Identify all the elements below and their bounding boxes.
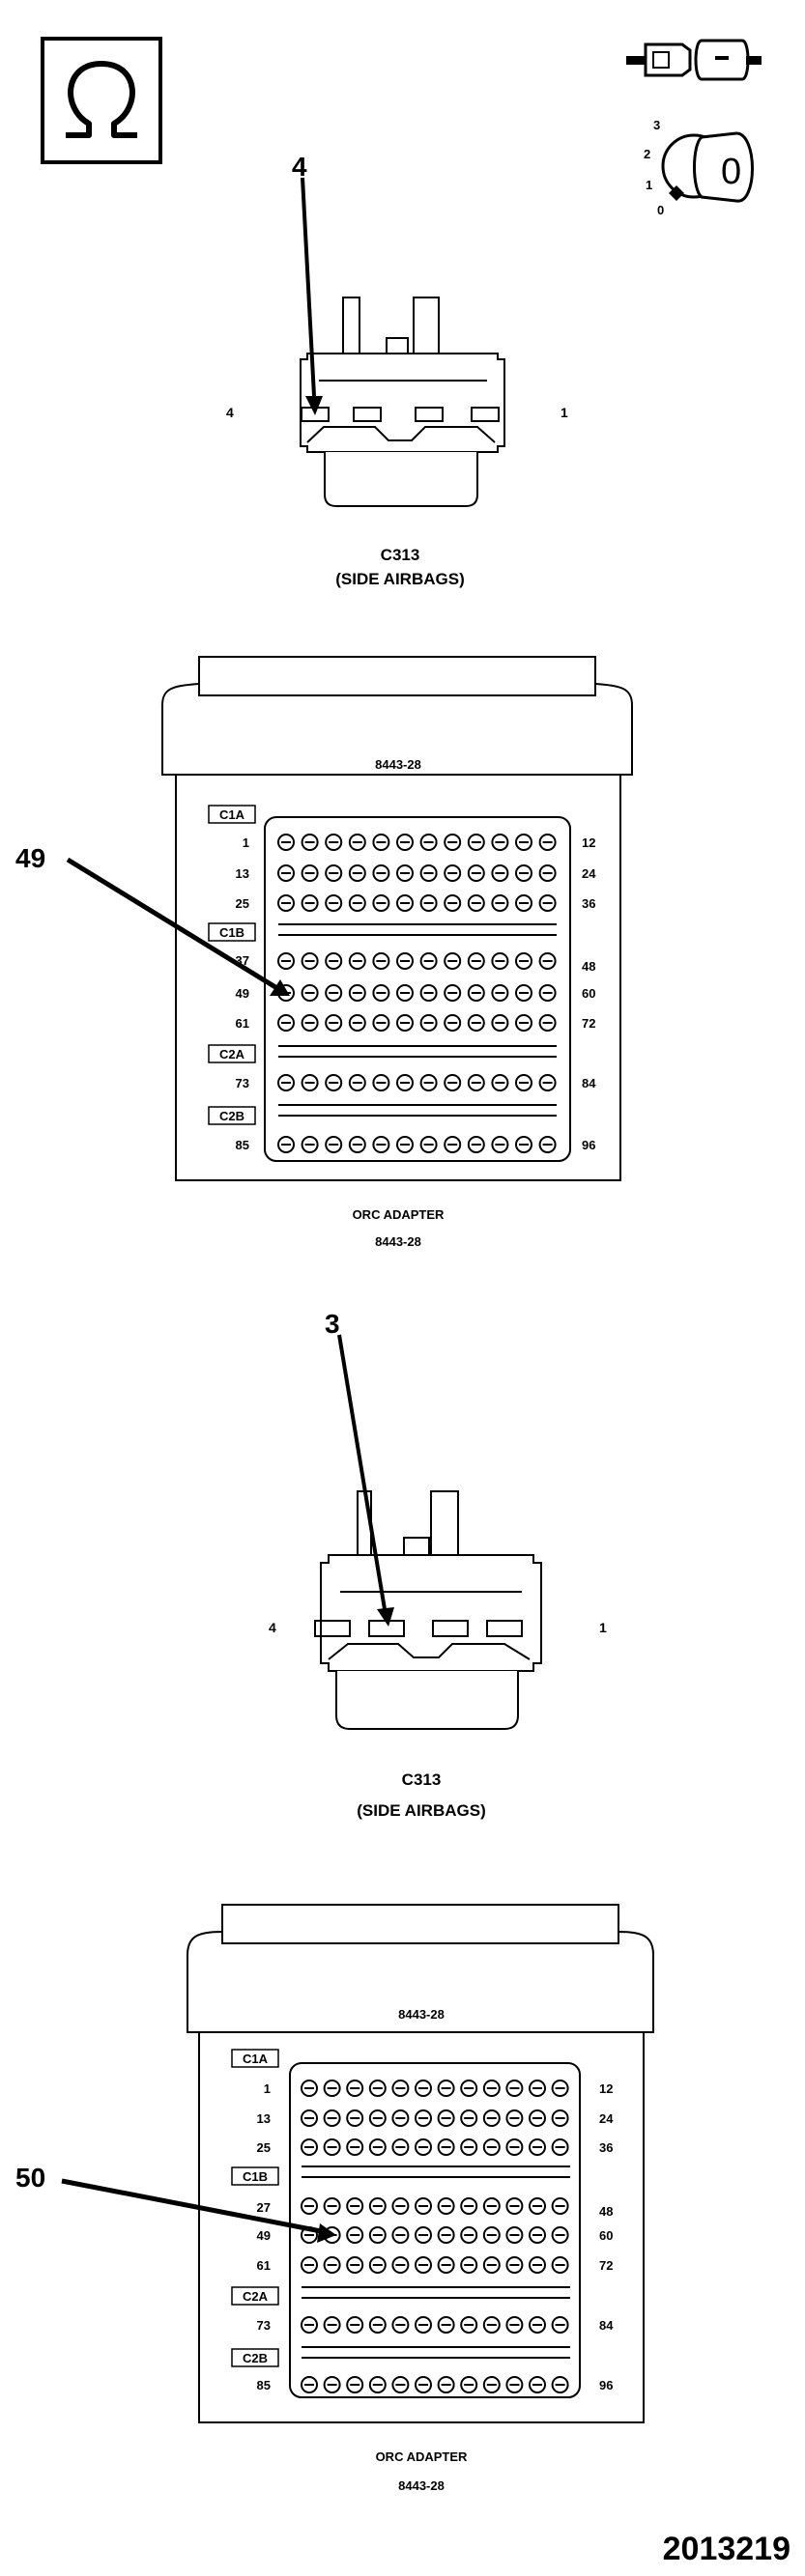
group-label-c2a: C2A	[243, 2289, 269, 2304]
callout-pin-3: 3	[325, 1309, 340, 1339]
row-label-right: 84	[599, 2318, 614, 2333]
adapter-caption-part: 8443-28	[375, 1234, 421, 1249]
row-label-right: 24	[582, 866, 596, 881]
figure-number: 2013219	[663, 2531, 791, 2567]
row-label-left: 25	[257, 2140, 271, 2155]
pin-grid	[301, 2080, 570, 2393]
row-label-left: 73	[257, 2318, 271, 2333]
connector-name: C313	[402, 1770, 442, 1789]
row-label-left: 61	[257, 2258, 271, 2273]
ignition-key-icon: 3 2 1 0 0	[644, 118, 754, 217]
row-label-left: 85	[257, 2378, 271, 2392]
group-label-c1a: C1A	[219, 807, 245, 822]
group-label-c1a: C1A	[243, 2052, 269, 2066]
connector-name: C313	[381, 546, 420, 564]
group-label-c1b: C1B	[243, 2169, 268, 2184]
pin-label-left: 4	[226, 405, 234, 420]
callout-pin-49: 49	[15, 843, 45, 873]
row-label-left: 13	[257, 2111, 271, 2126]
row-label-right: 12	[582, 835, 595, 850]
callout-pin-50: 50	[15, 2163, 45, 2193]
row-label-right: 84	[582, 1076, 596, 1090]
pin-label-left: 4	[269, 1620, 276, 1635]
row-label-left: 1	[264, 2081, 271, 2096]
group-label-c2a: C2A	[219, 1047, 245, 1062]
row-label-right: 60	[582, 986, 595, 1001]
adapter-header: 8443-28	[375, 757, 421, 772]
row-label-left: 25	[236, 896, 249, 911]
group-label-c2b: C2B	[219, 1109, 244, 1123]
ignition-position-0: 0	[657, 203, 664, 217]
row-label-left: 13	[236, 866, 249, 881]
row-label-left: 49	[257, 2228, 271, 2243]
pin-label-right: 1	[561, 405, 568, 420]
row-label-right: 60	[599, 2228, 613, 2243]
adapter-header: 8443-28	[398, 2007, 445, 2022]
ohm-symbol-icon	[41, 37, 162, 164]
row-label-left: 49	[236, 986, 249, 1001]
orc-adapter-top: 8443-28 C1A C1B C2A C2B 1 13 25 37 49 61…	[15, 656, 633, 1249]
row-label-left: 73	[236, 1076, 249, 1090]
row-label-right: 12	[599, 2081, 613, 2096]
pin-label-right: 1	[599, 1620, 607, 1635]
row-label-left: 27	[257, 2200, 271, 2215]
disconnected-connector-icon	[626, 39, 762, 81]
ignition-key-number: 0	[721, 152, 741, 192]
adapter-caption: ORC ADAPTER	[376, 2449, 468, 2464]
callout-pin-4: 4	[292, 152, 307, 182]
group-label-c2b: C2B	[243, 2351, 268, 2365]
row-label-right: 96	[599, 2378, 613, 2392]
row-label-right: 36	[582, 896, 595, 911]
connector-c313-bottom: 4 1 3 C313 (SIDE AIRBAGS)	[269, 1309, 607, 1820]
row-label-left: 61	[236, 1016, 249, 1031]
row-label-right: 36	[599, 2140, 613, 2155]
ignition-position-3: 3	[653, 118, 660, 132]
group-label-c1b: C1B	[219, 925, 244, 940]
connector-c313-top: 4 1 4 C313 (SIDE AIRBAGS)	[226, 152, 568, 588]
ignition-position-2: 2	[644, 147, 650, 161]
orc-adapter-bottom: 8443-28 C1A C1B C2A C2B 1 13 25 27 49 61…	[15, 1904, 654, 2493]
pin-grid	[277, 834, 557, 1153]
adapter-caption-part: 8443-28	[398, 2478, 445, 2493]
row-label-right: 24	[599, 2111, 614, 2126]
row-label-right: 72	[599, 2258, 613, 2273]
row-label-right: 48	[582, 959, 595, 974]
row-label-right: 72	[582, 1016, 595, 1031]
ignition-position-1: 1	[646, 178, 652, 192]
adapter-caption: ORC ADAPTER	[353, 1207, 445, 1222]
row-label-left: 1	[243, 835, 249, 850]
row-label-left: 85	[236, 1138, 249, 1152]
row-label-right: 48	[599, 2204, 613, 2219]
connector-subtitle: (SIDE AIRBAGS)	[357, 1801, 486, 1820]
connector-subtitle: (SIDE AIRBAGS)	[335, 570, 465, 588]
row-label-right: 96	[582, 1138, 595, 1152]
